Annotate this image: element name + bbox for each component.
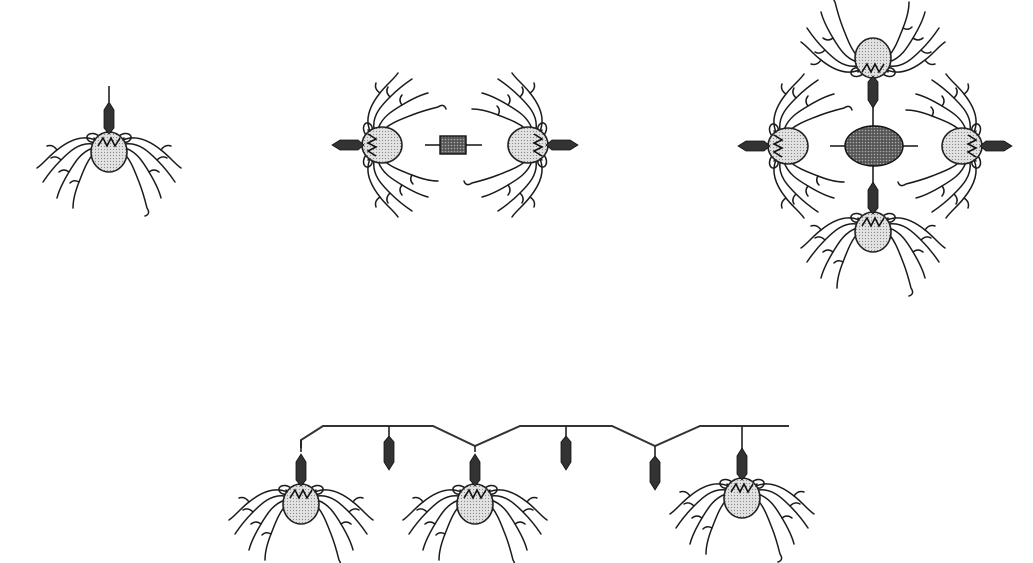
free-spike-2 (561, 436, 571, 470)
tetramer-unit-top (801, 0, 945, 108)
panel-monomer (37, 86, 181, 216)
panel-chain-array (229, 426, 814, 563)
dimer-core-square (440, 136, 466, 154)
monomer-unit (37, 102, 181, 216)
tetramer-unit-bottom (801, 182, 945, 296)
panel-tetramer (738, 0, 1012, 296)
backbone-line (301, 426, 789, 448)
panel-dimer (332, 73, 578, 217)
chain-unit-2 (403, 454, 547, 563)
free-spike-1 (384, 436, 394, 470)
chain-unit-1 (229, 454, 373, 563)
tetramer-core-oval (845, 126, 903, 166)
free-spike-3 (650, 456, 660, 490)
chain-unit-3 (670, 448, 814, 562)
